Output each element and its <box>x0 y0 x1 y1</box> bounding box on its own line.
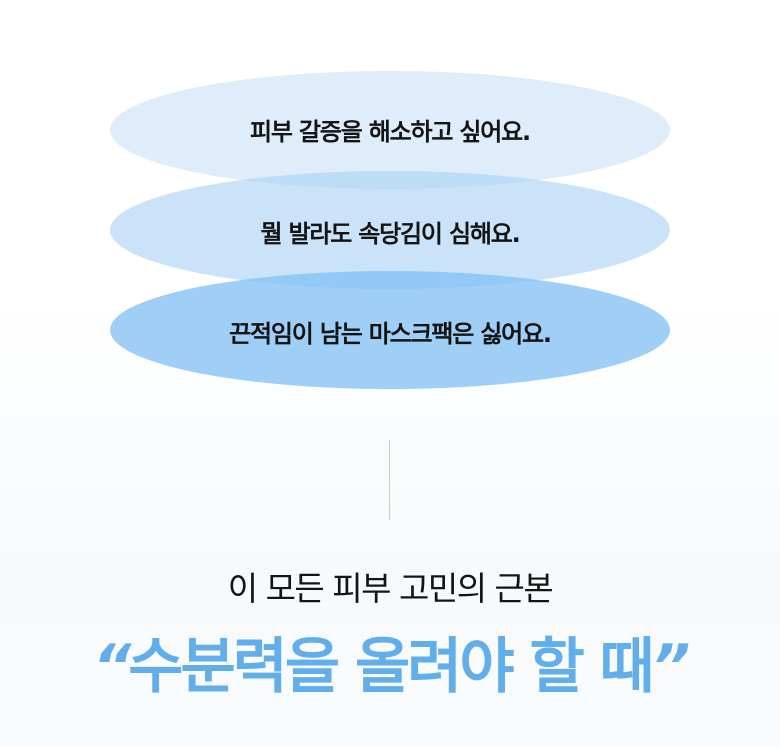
concern-ellipse-2: 뭘 발라도 속당김이 심해요. <box>110 171 670 289</box>
concern-ellipse-3: 끈적임이 남는 마스크팩은 싫어요. <box>110 271 670 389</box>
close-quote: ” <box>651 632 691 702</box>
open-quote: “ <box>92 632 132 702</box>
headline-text: 수분력을 올려야 할 때 <box>128 632 654 702</box>
concern-ellipse-1: 피부 갈증을 해소하고 싶어요. <box>110 71 670 189</box>
headline: “수분력을 올려야 할 때” <box>0 618 780 705</box>
subtitle: 이 모든 피부 고민의 근본 <box>227 569 554 608</box>
vertical-divider <box>389 440 390 520</box>
concern-label-1: 피부 갈증을 해소하고 싶어요. <box>250 117 531 146</box>
concern-label-3: 끈적임이 남는 마스크팩은 싫어요. <box>229 319 552 348</box>
concern-label-2: 뭘 발라도 속당김이 심해요. <box>260 219 520 248</box>
